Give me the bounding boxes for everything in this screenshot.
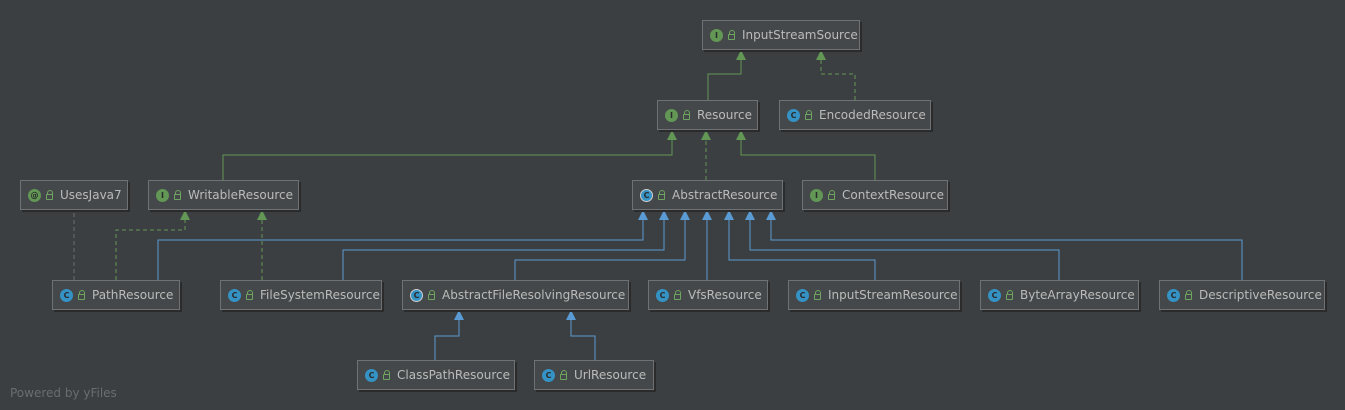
- arrowhead: [766, 210, 776, 220]
- arrowhead: [659, 210, 669, 220]
- arrowhead: [667, 130, 677, 140]
- public-lock-icon: [828, 189, 835, 200]
- arrowhead: [454, 310, 464, 320]
- abstract-class-icon: C: [640, 188, 653, 202]
- public-lock-icon: [46, 189, 53, 200]
- public-lock-icon: [246, 289, 253, 300]
- edge-classpathresource-to-abstractfileresolving: [434, 320, 460, 360]
- node-label: DescriptiveResource: [1199, 288, 1322, 302]
- public-lock-icon: [1006, 289, 1013, 300]
- arrowhead: [724, 210, 734, 220]
- node-input-stream-source[interactable]: I InputStreamSource: [702, 20, 860, 50]
- class-icon: C: [656, 288, 669, 302]
- arrowhead: [680, 210, 690, 220]
- public-lock-icon: [728, 29, 735, 40]
- edge-abstractfileresolving-to-abstractresource: [514, 220, 686, 280]
- arrowhead: [638, 210, 648, 220]
- node-label: InputStreamResource: [828, 288, 958, 302]
- edge-pathresource-to-abstractresource: [157, 220, 644, 280]
- node-label: WritableResource: [188, 188, 294, 202]
- class-icon: C: [796, 288, 809, 302]
- public-lock-icon: [674, 289, 681, 300]
- node-byte-array-resource[interactable]: C ByteArrayResource: [980, 280, 1139, 310]
- interface-icon: I: [810, 188, 823, 202]
- node-label: ClassPathResource: [397, 368, 510, 382]
- public-lock-icon: [683, 109, 690, 120]
- interface-icon: I: [710, 28, 723, 42]
- edge-resource-to-inputstreamsource: [707, 60, 742, 100]
- arrowhead: [701, 130, 711, 140]
- node-descriptive-resource[interactable]: C DescriptiveResource: [1159, 280, 1325, 310]
- edge-bytearrayresource-to-abstractresource: [749, 220, 1060, 280]
- node-class-path-resource[interactable]: C ClassPathResource: [357, 360, 515, 390]
- arrowhead: [566, 310, 576, 320]
- node-label: UrlResource: [574, 368, 647, 382]
- class-icon: C: [988, 288, 1001, 302]
- arrowhead: [736, 50, 746, 60]
- node-label: InputStreamSource: [742, 28, 858, 42]
- node-file-system-resource[interactable]: C FileSystemResource: [220, 280, 382, 310]
- arrowhead: [257, 210, 267, 220]
- node-label: VfsResource: [688, 288, 762, 302]
- arrowhead: [702, 210, 712, 220]
- edge-filesystemresource-to-abstractresource: [342, 220, 665, 280]
- class-icon: C: [542, 368, 555, 382]
- arrowhead: [816, 50, 826, 60]
- node-label: FileSystemResource: [260, 288, 380, 302]
- edge-inputstreamresource-to-abstractresource: [728, 220, 876, 280]
- class-icon: C: [60, 288, 73, 302]
- public-lock-icon: [383, 369, 390, 380]
- node-vfs-resource[interactable]: C VfsResource: [648, 280, 768, 310]
- public-lock-icon: [1185, 289, 1192, 300]
- node-label: ContextResource: [842, 188, 945, 202]
- node-label: AbstractFileResolvingResource: [442, 288, 626, 302]
- node-label: UsesJava7: [60, 188, 122, 202]
- edge-encodedresource-to-inputstreamsource: [820, 60, 856, 100]
- node-url-resource[interactable]: C UrlResource: [534, 360, 654, 390]
- arrowhead: [736, 130, 746, 140]
- edge-contextresource-to-resource: [740, 140, 876, 180]
- edge-pathresource-to-writableresource: [115, 220, 186, 280]
- node-uses-java7[interactable]: @ UsesJava7: [20, 180, 128, 210]
- arrowhead: [745, 210, 755, 220]
- annotation-icon: @: [28, 188, 41, 202]
- abstract-class-icon: C: [410, 288, 423, 302]
- edge-urlresource-to-abstractfileresolving: [570, 320, 596, 360]
- node-path-resource[interactable]: C PathResource: [52, 280, 180, 310]
- node-label: AbstractResource: [672, 188, 778, 202]
- node-label: Resource: [697, 108, 753, 122]
- node-context-resource[interactable]: I ContextResource: [802, 180, 948, 210]
- class-icon: C: [228, 288, 241, 302]
- node-label: ByteArrayResource: [1020, 288, 1135, 302]
- node-abstract-resource[interactable]: C AbstractResource: [632, 180, 783, 210]
- edges-layer: [73, 50, 1243, 360]
- edge-writableresource-to-resource: [222, 140, 673, 180]
- class-icon: C: [365, 368, 378, 382]
- public-lock-icon: [174, 189, 181, 200]
- interface-icon: I: [156, 188, 169, 202]
- edge-descriptiveresource-to-abstractresource: [770, 220, 1243, 280]
- interface-icon: I: [665, 108, 678, 122]
- public-lock-icon: [814, 289, 821, 300]
- powered-by-footer: Powered by yFiles: [10, 386, 117, 400]
- class-icon: C: [1167, 288, 1180, 302]
- public-lock-icon: [560, 369, 567, 380]
- public-lock-icon: [805, 109, 812, 120]
- node-resource[interactable]: I Resource: [657, 100, 758, 130]
- node-abstract-file-resolving-resource[interactable]: C AbstractFileResolvingResource: [402, 280, 629, 310]
- public-lock-icon: [78, 289, 85, 300]
- public-lock-icon: [658, 189, 665, 200]
- class-icon: C: [787, 108, 800, 122]
- node-writable-resource[interactable]: I WritableResource: [148, 180, 299, 210]
- arrowhead: [180, 210, 190, 220]
- node-label: PathResource: [92, 288, 174, 302]
- node-label: EncodedResource: [819, 108, 926, 122]
- node-encoded-resource[interactable]: C EncodedResource: [779, 100, 931, 130]
- node-input-stream-resource[interactable]: C InputStreamResource: [788, 280, 960, 310]
- public-lock-icon: [428, 289, 435, 300]
